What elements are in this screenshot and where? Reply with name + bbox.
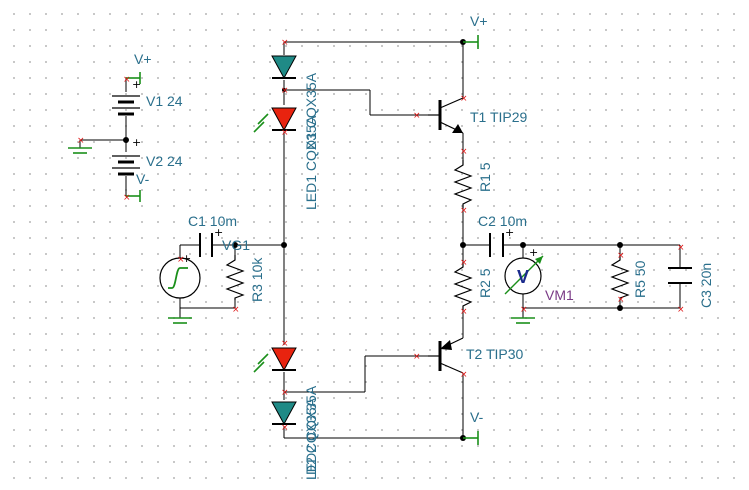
battery-v1[interactable] [112, 95, 140, 116]
v2-plus-sign: + [132, 136, 141, 149]
label-led2: LED2 CQX35A [303, 385, 319, 480]
transistor-t1[interactable] [428, 97, 464, 134]
label-c3: C3 20n [698, 263, 714, 308]
label-c1: C1 10m [188, 213, 237, 229]
capacitor-c3[interactable] [668, 267, 692, 284]
svg-text:×: × [232, 305, 240, 315]
resistor-r3[interactable] [225, 255, 245, 300]
svg-text:×: × [677, 305, 685, 315]
svg-text:×: × [123, 75, 131, 85]
resistor-r5[interactable] [610, 255, 630, 299]
label-vplus-top: V+ [470, 13, 488, 29]
svg-text:×: × [460, 370, 468, 380]
ground-generator [168, 317, 192, 324]
ground-meter [511, 317, 535, 324]
junction-dots [123, 39, 623, 441]
label-r3: R3 10k [249, 257, 265, 302]
led-led2[interactable] [253, 347, 297, 373]
svg-text:×: × [460, 94, 468, 104]
label-v2: V2 24 [146, 153, 183, 169]
svg-text:×: × [460, 307, 468, 317]
svg-text:×: × [413, 352, 421, 362]
label-d1: D1 CQX35A [303, 72, 319, 150]
svg-text:×: × [617, 251, 625, 261]
v1-plus-sign: + [132, 78, 141, 91]
label-c2: C2 10m [478, 213, 527, 229]
svg-text:+: + [182, 252, 191, 265]
label-r1: R1 5 [477, 162, 493, 192]
label-r2: R2 5 [477, 268, 493, 298]
diode-d1[interactable] [271, 55, 297, 80]
label-t2: T2 TIP30 [466, 346, 524, 362]
resistor-r2[interactable] [453, 262, 473, 310]
wires [79, 41, 681, 439]
svg-text:+: + [214, 226, 223, 239]
svg-text:×: × [281, 38, 289, 48]
svg-text:×: × [520, 305, 528, 315]
label-t1: T1 TIP29 [470, 109, 528, 125]
diode-d2[interactable] [271, 401, 297, 426]
capacitor-c2[interactable]: + [489, 226, 514, 257]
label-vplus-battery: V+ [134, 51, 152, 67]
led-led1[interactable] [253, 107, 297, 133]
label-v1: V1 24 [146, 93, 183, 109]
svg-text:×: × [281, 339, 289, 349]
label-vm1: VM1 [545, 287, 574, 303]
ground-battery [68, 147, 92, 154]
svg-text:×: × [413, 111, 421, 121]
svg-text:×: × [677, 243, 685, 253]
battery-v2[interactable] [112, 155, 140, 176]
signal-generator-vg1[interactable]: + [159, 252, 201, 299]
label-r5: R5 50 [632, 260, 648, 298]
transistor-t2[interactable] [428, 337, 464, 374]
svg-text:×: × [281, 423, 289, 433]
svg-text:+: + [529, 246, 538, 259]
svg-text:×: × [460, 206, 468, 216]
svg-text:×: × [617, 295, 625, 305]
capacitor-c1[interactable]: + [199, 226, 223, 257]
svg-text:×: × [281, 86, 289, 96]
label-led1: LED1 CQX35A [303, 115, 319, 210]
svg-text:×: × [281, 388, 289, 398]
voltmeter-vm1[interactable]: V + [504, 246, 544, 295]
label-vminus-battery: V- [136, 171, 150, 187]
pin-markers: × × × × × × × × × × × × × × × × × × × × … [77, 38, 685, 433]
svg-text:×: × [281, 128, 289, 138]
rail-markers [126, 35, 479, 445]
svg-text:×: × [460, 258, 468, 268]
svg-text:×: × [123, 193, 131, 203]
label-vg1: VG1 [222, 237, 250, 253]
label-vminus-bottom: V- [470, 409, 484, 425]
svg-text:×: × [77, 136, 85, 146]
svg-text:×: × [460, 147, 468, 157]
svg-text:×: × [177, 255, 185, 265]
resistor-r1[interactable] [453, 160, 473, 208]
voltmeter-symbol: V [517, 267, 529, 287]
label-d2: D2 CQX35A [303, 397, 319, 475]
svg-text:+: + [505, 226, 514, 239]
